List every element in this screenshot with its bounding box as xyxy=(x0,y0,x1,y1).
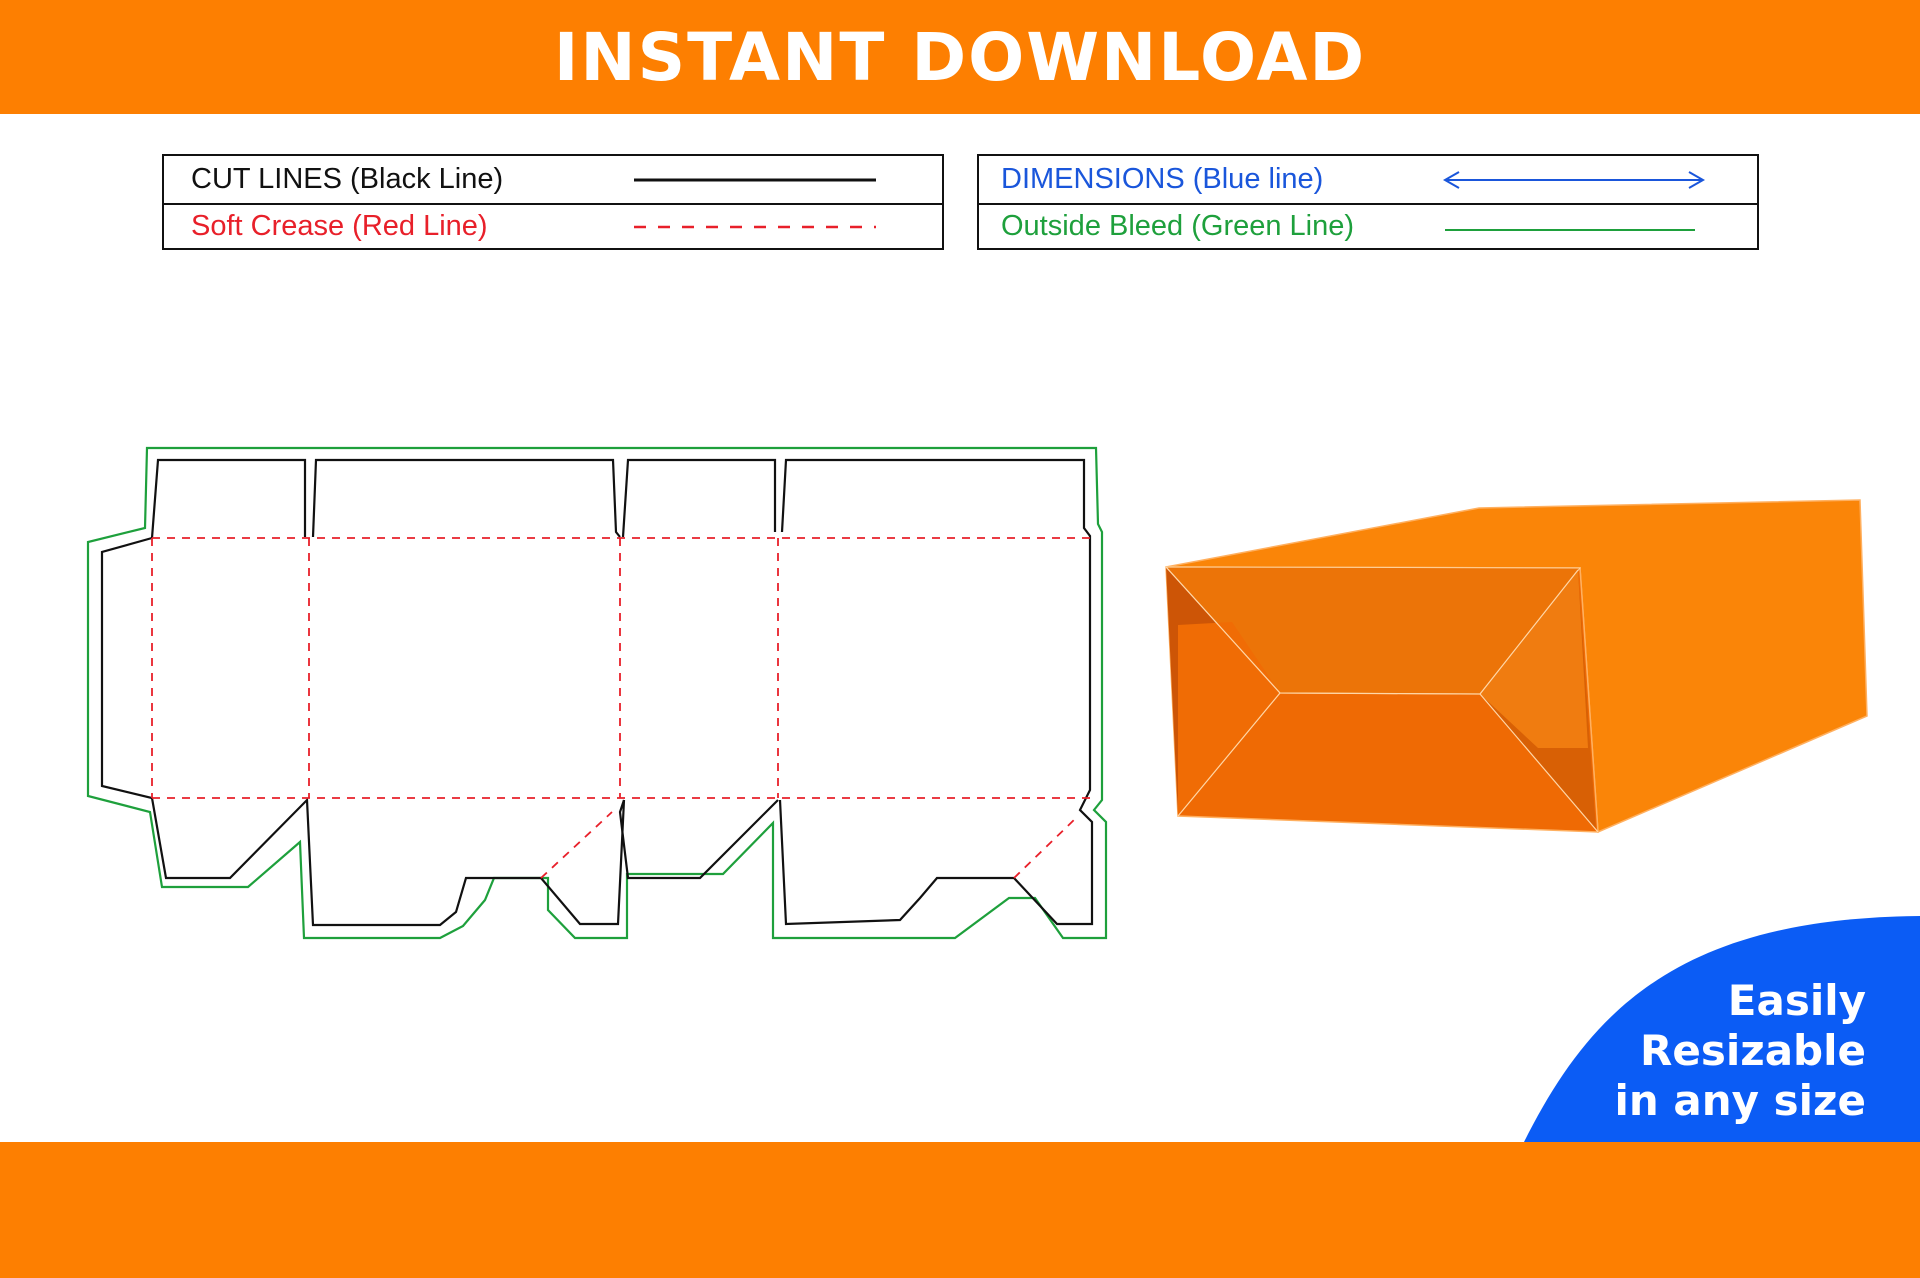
resize-note-line-1: Easily xyxy=(1727,976,1866,1025)
resize-note: Easily Resizable in any size xyxy=(1615,976,1867,1126)
outside-bleed-outline xyxy=(86,446,1108,940)
soft-crease-lines xyxy=(151,537,1090,879)
resize-note-line-3: in any size xyxy=(1614,1076,1867,1125)
dimension-arrow-icon xyxy=(1442,171,1706,189)
soft-crease-label: Soft Crease (Red Line) xyxy=(191,210,488,242)
legend-row-dimensions: DIMENSIONS (Blue line) xyxy=(979,156,1757,205)
dimensions-label: DIMENSIONS (Blue line) xyxy=(1001,163,1324,195)
bleed-line-sample xyxy=(1445,229,1695,231)
cut-line-sample xyxy=(634,178,876,182)
resize-badge-shape xyxy=(1524,916,1920,1142)
cut-lines-label: CUT LINES (Black Line) xyxy=(191,163,504,195)
legend-left: CUT LINES (Black Line) Soft Crease (Red … xyxy=(162,154,944,250)
banner-title: INSTANT DOWNLOAD xyxy=(553,18,1367,96)
cut-lines xyxy=(100,458,1094,927)
resize-note-line-2: Resizable xyxy=(1640,1026,1866,1075)
legend-row-outside-bleed: Outside Bleed (Green Line) xyxy=(979,203,1757,250)
legend-row-cut-lines: CUT LINES (Black Line) xyxy=(164,156,942,205)
soft-crease-sample xyxy=(634,225,876,229)
legend-row-soft-crease: Soft Crease (Red Line) xyxy=(164,203,942,250)
top-banner: INSTANT DOWNLOAD xyxy=(0,0,1920,114)
legend-right: DIMENSIONS (Blue line) Outside Bleed (Gr… xyxy=(977,154,1759,250)
outside-bleed-label: Outside Bleed (Green Line) xyxy=(1001,210,1355,242)
bottom-banner xyxy=(0,1142,1920,1278)
box-3d-preview xyxy=(1164,499,1868,834)
